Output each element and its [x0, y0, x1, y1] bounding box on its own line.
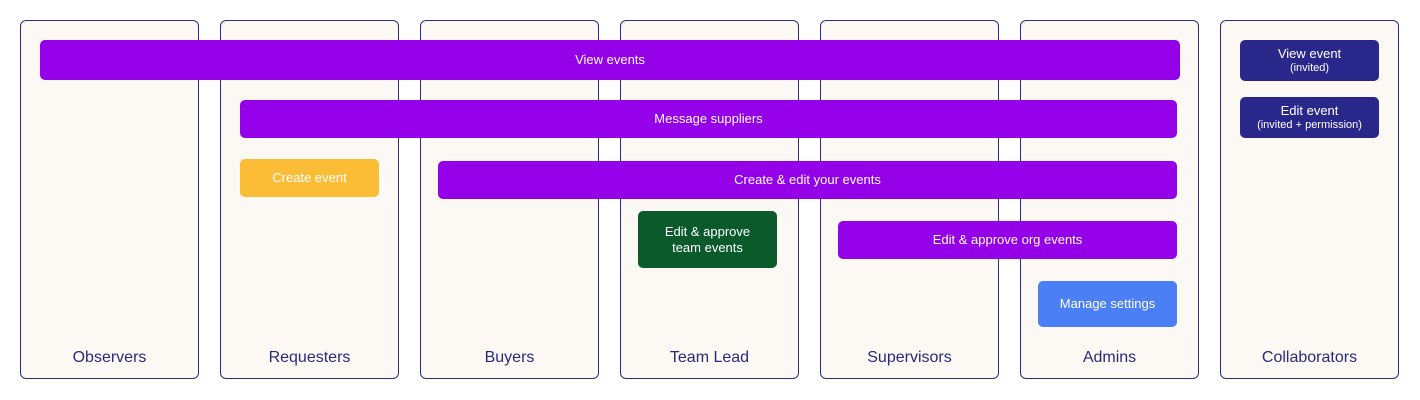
permission-create-edit-your-events: Create & edit your events [438, 161, 1177, 199]
role-label-collaborators: Collaborators [1261, 349, 1358, 366]
permission-label: Create & edit your events [734, 172, 881, 187]
permission-label: Edit & approve org events [932, 232, 1083, 247]
role-label-observers: Observers [72, 349, 147, 366]
permission-label-line1: Edit & approve [664, 223, 751, 239]
permission-edit-event: Edit event (invited + permission) [1240, 97, 1379, 138]
permission-label: Message suppliers [654, 111, 763, 126]
role-label-team-lead: Team Lead [669, 349, 750, 366]
role-label-requesters: Requesters [268, 349, 351, 366]
permission-view-event-invited: View event (invited) [1240, 40, 1379, 81]
role-label-buyers: Buyers [484, 349, 535, 366]
role-label-supervisors: Supervisors [867, 349, 952, 366]
permission-manage-settings: Manage settings [1038, 281, 1177, 327]
permission-edit-approve-team-events: Edit & approve team events [638, 211, 777, 268]
permission-label-line2: team events [672, 239, 743, 255]
permission-label: Edit event [1280, 103, 1339, 118]
permission-label: Create event [272, 170, 347, 185]
role-label-admins: Admins [1082, 349, 1137, 366]
permission-create-event: Create event [240, 159, 379, 197]
permission-label: Manage settings [1059, 296, 1156, 311]
permission-note: (invited + permission) [1257, 119, 1362, 131]
permission-view-events: View events [40, 40, 1180, 80]
permission-edit-approve-org-events: Edit & approve org events [838, 221, 1177, 259]
permission-note: (invited) [1289, 62, 1330, 74]
permission-label: View event [1277, 46, 1342, 61]
permission-message-suppliers: Message suppliers [240, 100, 1177, 138]
permission-label: View events [575, 52, 645, 67]
